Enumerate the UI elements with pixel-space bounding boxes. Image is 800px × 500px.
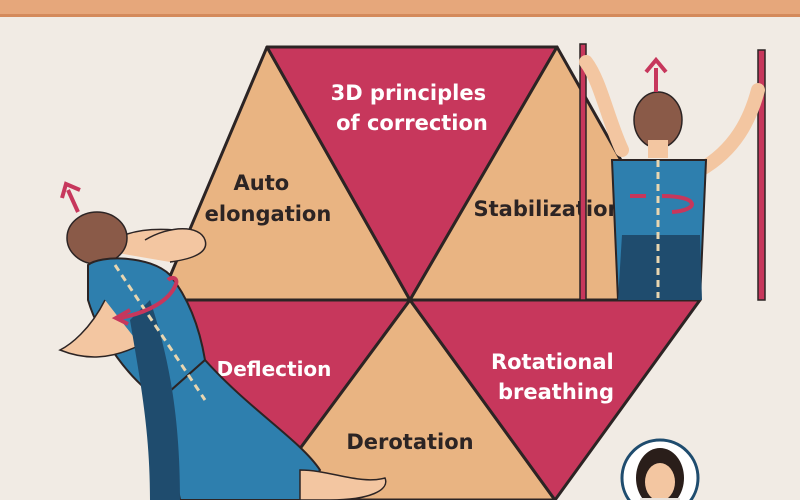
label-principles: 3D principles of correction <box>331 81 494 135</box>
woman-wall-bar-icon <box>579 43 766 301</box>
segment-rotational-breathing <box>408 298 702 500</box>
presenter-avatar-icon <box>620 438 700 500</box>
woman-side-shift-icon <box>58 181 387 500</box>
label-stabilization: Stabilization <box>474 197 623 221</box>
label-derotation: Derotation <box>346 430 473 454</box>
top-bar <box>0 0 800 16</box>
label-rotational-breathing: Rotational breathing <box>491 350 621 404</box>
label-auto-elongation: Auto elongation <box>205 171 332 226</box>
top-bar-edge <box>0 14 800 17</box>
label-deflection: Deflection <box>217 357 332 381</box>
